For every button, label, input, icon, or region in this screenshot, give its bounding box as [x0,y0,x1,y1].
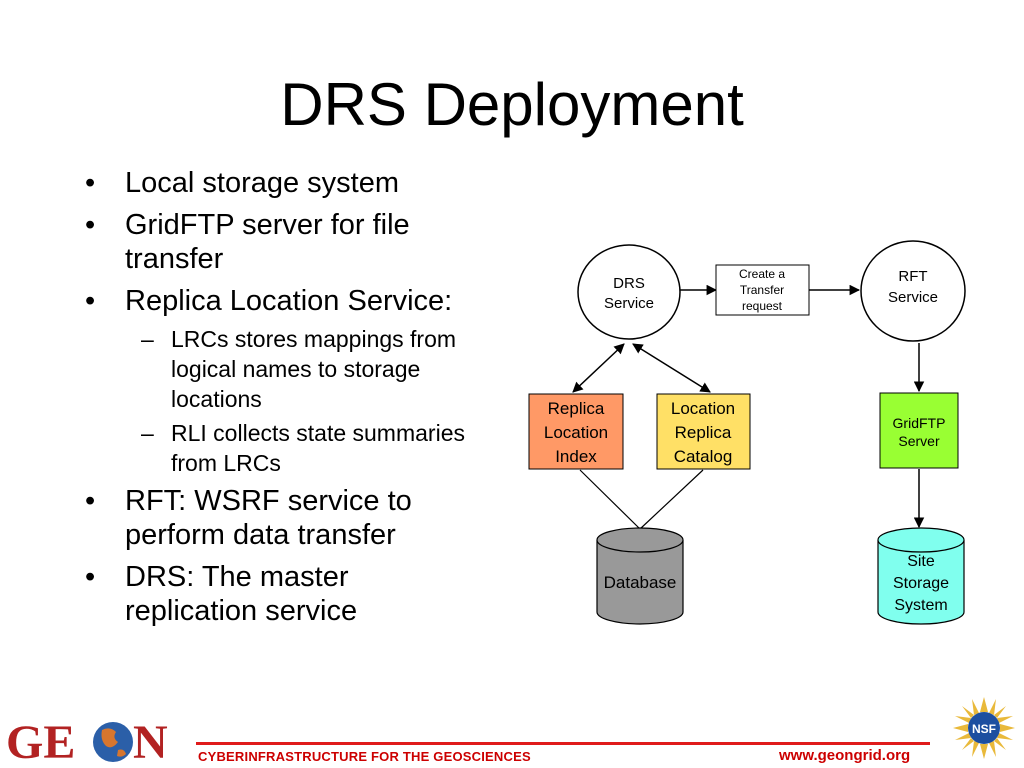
storage-label-2: Storage [893,575,949,592]
sub-bullet-rli: RLI collects state summaries from LRCs [85,418,480,478]
storage-label-1: Site [907,553,935,570]
bullet-drs: DRS: The master replication service [85,560,480,628]
svg-text:N: N [133,716,168,766]
svg-text:GE: GE [6,716,75,766]
bullet-local-storage: Local storage system [85,166,480,200]
rli-label-1: Replica [548,399,605,418]
lrc-label-3: Catalog [674,447,733,466]
bullet-list: Local storage system GridFTP server for … [85,166,480,636]
storage-cylinder [877,540,965,625]
line-lrc-database [639,469,704,530]
bullet-rls: Replica Location Service: [85,284,480,318]
drs-service-label-2: Service [604,295,654,312]
rli-label-3: Index [555,447,597,466]
database-cylinder-top [596,527,684,553]
storage-cylinder-top [877,527,965,553]
sub-bullet-lrc: LRCs stores mappings from logical names … [85,324,480,414]
lrc-label-2: Replica [675,423,732,442]
rft-service-label-1: RFT [898,268,927,285]
transfer-request-label-3: request [742,299,783,313]
gridftp-label-1: GridFTP [893,415,946,431]
database-cylinder [596,540,684,625]
gridftp-box [879,392,959,469]
transfer-request-label-2: Transfer [740,283,784,297]
bullet-gridftp: GridFTP server for file transfer [85,208,480,276]
rft-service-node [860,240,966,342]
transfer-request-box [715,264,810,316]
storage-label-3: System [894,597,947,614]
footer-tagline: CYBERINFRASTRUCTURE FOR THE GEOSCIENCES [198,749,531,764]
transfer-request-label-1: Create a [739,267,785,281]
arrow-drs-lrc [632,343,711,393]
gridftp-label-2: Server [898,433,940,449]
line-rli-database [579,469,641,530]
svg-text:NSF: NSF [972,722,996,736]
database-label: Database [604,573,677,592]
nsf-logo: NSF [953,697,1015,759]
footer-rule [196,742,930,745]
slide-title: DRS Deployment [280,71,744,138]
footer-url: www.geongrid.org [779,747,911,764]
rli-label-2: Location [544,423,608,442]
bullet-rft: RFT: WSRF service to perform data transf… [85,484,480,552]
lrc-label-1: Location [671,399,735,418]
arrow-drs-rli [572,343,625,393]
drs-service-node [577,244,681,340]
rli-box [528,393,624,470]
geon-logo: GE N [6,716,168,766]
lrc-box [656,393,751,470]
drs-service-label-1: DRS [613,275,645,292]
rft-service-label-2: Service [888,289,938,306]
